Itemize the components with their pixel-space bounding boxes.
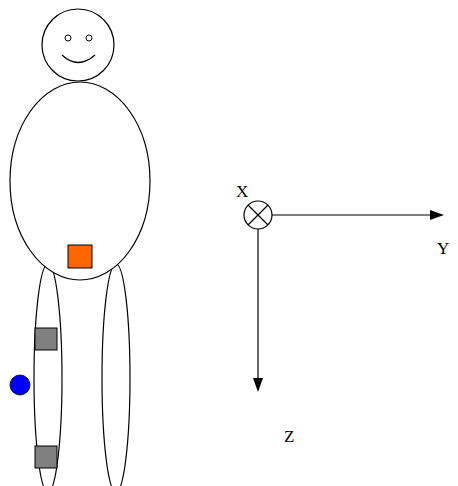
axis-label: Y <box>437 240 449 257</box>
eye <box>65 35 71 41</box>
z-axis-arrowhead <box>253 378 263 392</box>
x-axis-symbol <box>244 201 272 229</box>
grey-sensor <box>35 446 57 468</box>
torso <box>10 82 150 280</box>
eye <box>86 35 92 41</box>
y-axis-line <box>272 214 434 215</box>
head <box>42 9 114 81</box>
left-leg <box>34 264 62 486</box>
grey-sensor <box>35 328 57 350</box>
x-axis-cross <box>248 205 268 225</box>
blue-marker <box>10 375 30 395</box>
smile <box>62 55 95 63</box>
right-leg <box>102 264 130 486</box>
y-axis-arrowhead <box>430 210 444 220</box>
axis-label: X <box>236 183 248 200</box>
x-axis-cross <box>248 205 268 225</box>
orange-sensor <box>68 245 92 268</box>
axis-label: Z <box>284 428 294 445</box>
z-axis-line <box>257 229 258 382</box>
